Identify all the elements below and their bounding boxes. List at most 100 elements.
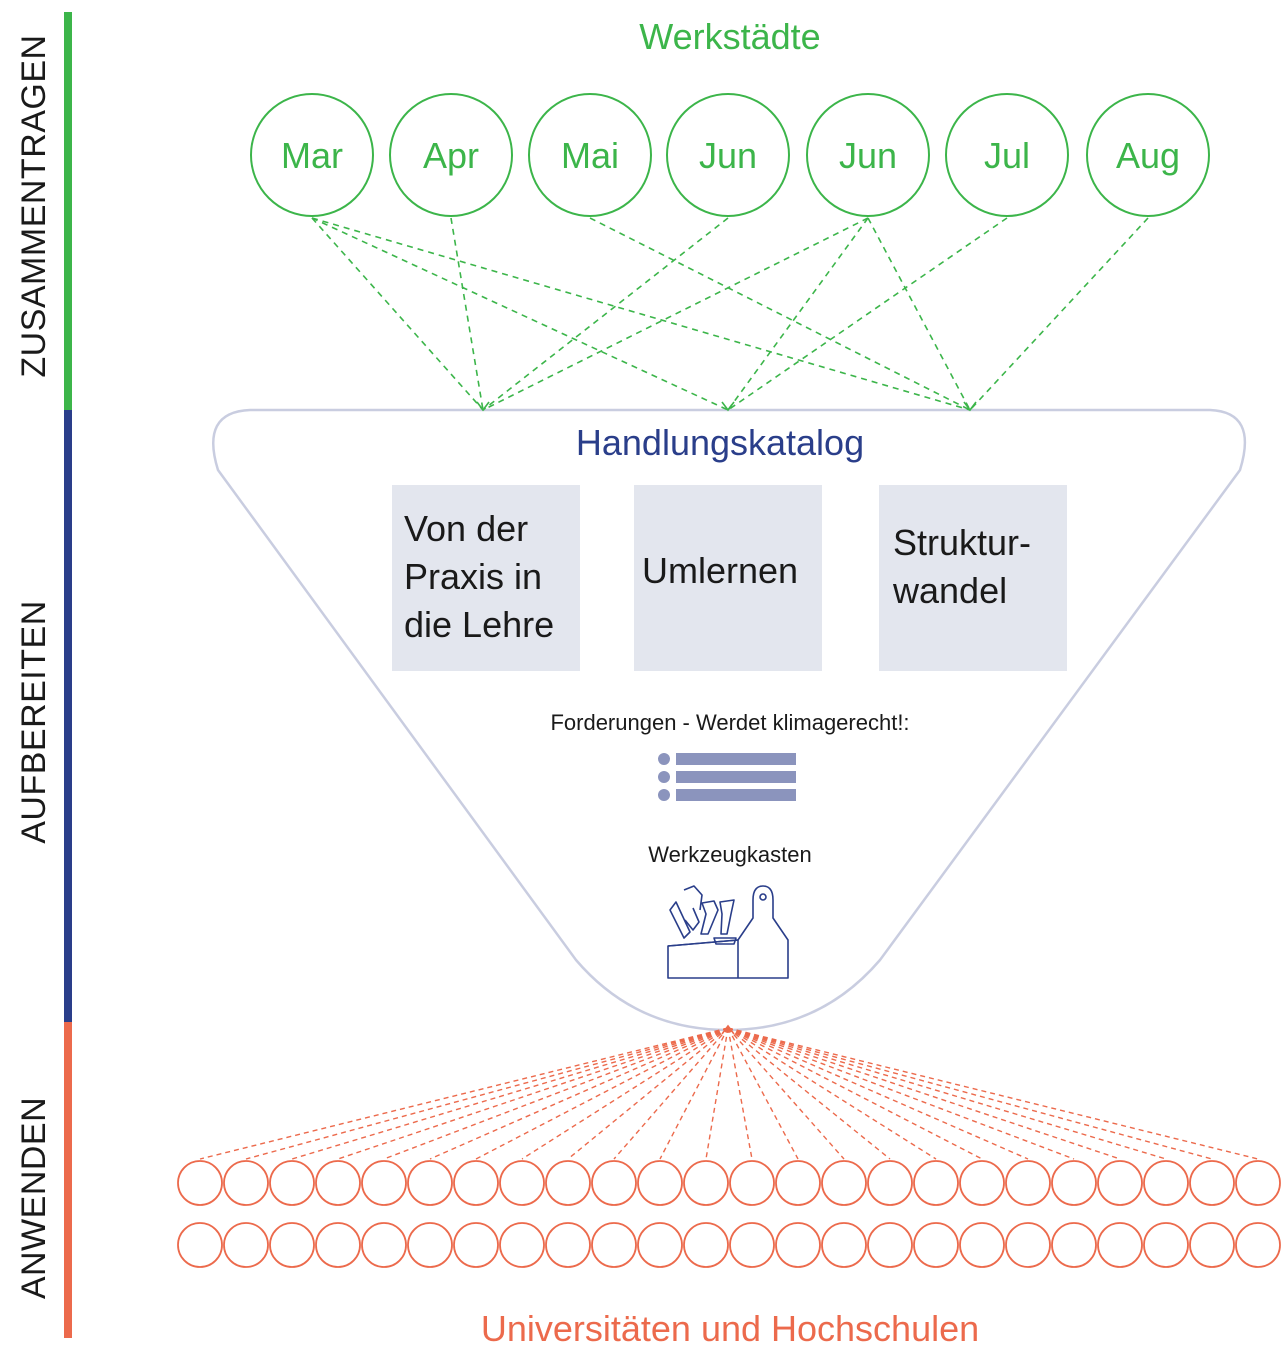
werkstaedte-link-arrowhead (476, 401, 490, 412)
university-circle (453, 1160, 499, 1206)
university-circle (1143, 1160, 1189, 1206)
university-circle (1051, 1222, 1097, 1268)
university-link (521, 1027, 729, 1160)
toolbox-icon (667, 885, 789, 979)
university-circle (591, 1160, 637, 1206)
university-circle (683, 1222, 729, 1268)
university-circle (269, 1222, 315, 1268)
university-link (727, 1027, 1167, 1160)
university-circle (545, 1222, 591, 1268)
university-link (291, 1027, 729, 1160)
werkstaedte-link (867, 217, 971, 411)
month-node: Mai (528, 93, 652, 217)
university-circle (913, 1160, 959, 1206)
month-circle (666, 93, 790, 217)
werkstaedte-link-arrowhead (721, 401, 735, 412)
month-node: Jun (666, 93, 790, 217)
werkstaedte-link (727, 217, 1008, 411)
month-label: Jul (984, 135, 1030, 176)
university-circles (177, 1160, 1281, 1268)
university-link (727, 1027, 1029, 1160)
university-link (727, 1027, 983, 1160)
university-circle (1189, 1222, 1235, 1268)
university-circle (821, 1160, 867, 1206)
month-circles: Mar Apr Mai Jun Jun Jul Aug (250, 93, 1210, 217)
university-link (659, 1027, 729, 1160)
university-link (727, 1027, 1075, 1160)
month-label: Jun (699, 135, 757, 176)
university-link (567, 1027, 729, 1160)
werkstaedte-links (311, 217, 1149, 412)
university-circle (1005, 1222, 1051, 1268)
university-link (705, 1027, 729, 1160)
werkstaedte-link-arrowhead (963, 401, 977, 412)
university-circle (1143, 1222, 1189, 1268)
university-link (199, 1027, 729, 1160)
university-link (727, 1027, 1213, 1160)
university-circle (729, 1160, 775, 1206)
university-circle (177, 1222, 223, 1268)
month-label: Mai (561, 135, 619, 176)
forderungen-label: Forderungen - Werdet klimagerecht!: (550, 710, 910, 735)
handlungskatalog-title: Handlungskatalog (575, 422, 865, 463)
university-circle (683, 1160, 729, 1206)
university-link (727, 1027, 753, 1160)
werkzeugkasten-label: Werkzeugkasten (648, 842, 812, 867)
werkstaedte-link (589, 217, 971, 411)
university-link (727, 1027, 1121, 1160)
phase-bar-aufbereiten (64, 410, 72, 1022)
university-link (429, 1027, 729, 1160)
card-von-der-praxis-text: Von der Praxis in die Lehre (404, 508, 555, 645)
university-link (337, 1027, 729, 1160)
university-circle (913, 1222, 959, 1268)
university-circle (407, 1222, 453, 1268)
university-link (613, 1027, 729, 1160)
werkstaedte-link (450, 217, 484, 411)
card-strukturwandel: Struktur- wandel (879, 485, 1067, 671)
university-circle (729, 1222, 775, 1268)
university-circle (361, 1222, 407, 1268)
university-circle (315, 1160, 361, 1206)
university-circle (1051, 1160, 1097, 1206)
university-circle (959, 1222, 1005, 1268)
month-node: Jun (806, 93, 930, 217)
university-circle (821, 1222, 867, 1268)
university-circle (591, 1222, 637, 1268)
university-links (199, 1024, 1259, 1160)
university-circle (867, 1222, 913, 1268)
werkstaedte-link (311, 217, 484, 411)
month-node: Aug (1086, 93, 1210, 217)
university-link (727, 1027, 845, 1160)
werkstaedte-link (969, 217, 1149, 411)
card-umlernen: Umlernen (634, 485, 822, 671)
month-label: Aug (1116, 135, 1180, 176)
university-circle (1235, 1160, 1281, 1206)
month-label: Apr (423, 135, 479, 176)
card-umlernen-text: Umlernen (642, 550, 799, 591)
university-circle (1235, 1222, 1281, 1268)
university-circle (223, 1160, 269, 1206)
university-circle (361, 1160, 407, 1206)
university-link (727, 1027, 799, 1160)
month-circle (528, 93, 652, 217)
university-link (727, 1027, 1259, 1160)
university-circle (1189, 1160, 1235, 1206)
universitaeten-title: Universitäten und Hochschulen (480, 1308, 980, 1349)
month-circle (806, 93, 930, 217)
month-circle (945, 93, 1069, 217)
month-node: Mar (250, 93, 374, 217)
university-circle (499, 1222, 545, 1268)
university-circle (315, 1222, 361, 1268)
university-circle (637, 1222, 683, 1268)
university-link (727, 1027, 891, 1160)
university-circle (223, 1222, 269, 1268)
month-node: Jul (945, 93, 1069, 217)
university-circle (637, 1160, 683, 1206)
werkstaedte-link (482, 217, 729, 411)
month-circle (250, 93, 374, 217)
university-circle (1097, 1160, 1143, 1206)
university-circle (775, 1160, 821, 1206)
month-circle (1086, 93, 1210, 217)
university-circle (545, 1160, 591, 1206)
